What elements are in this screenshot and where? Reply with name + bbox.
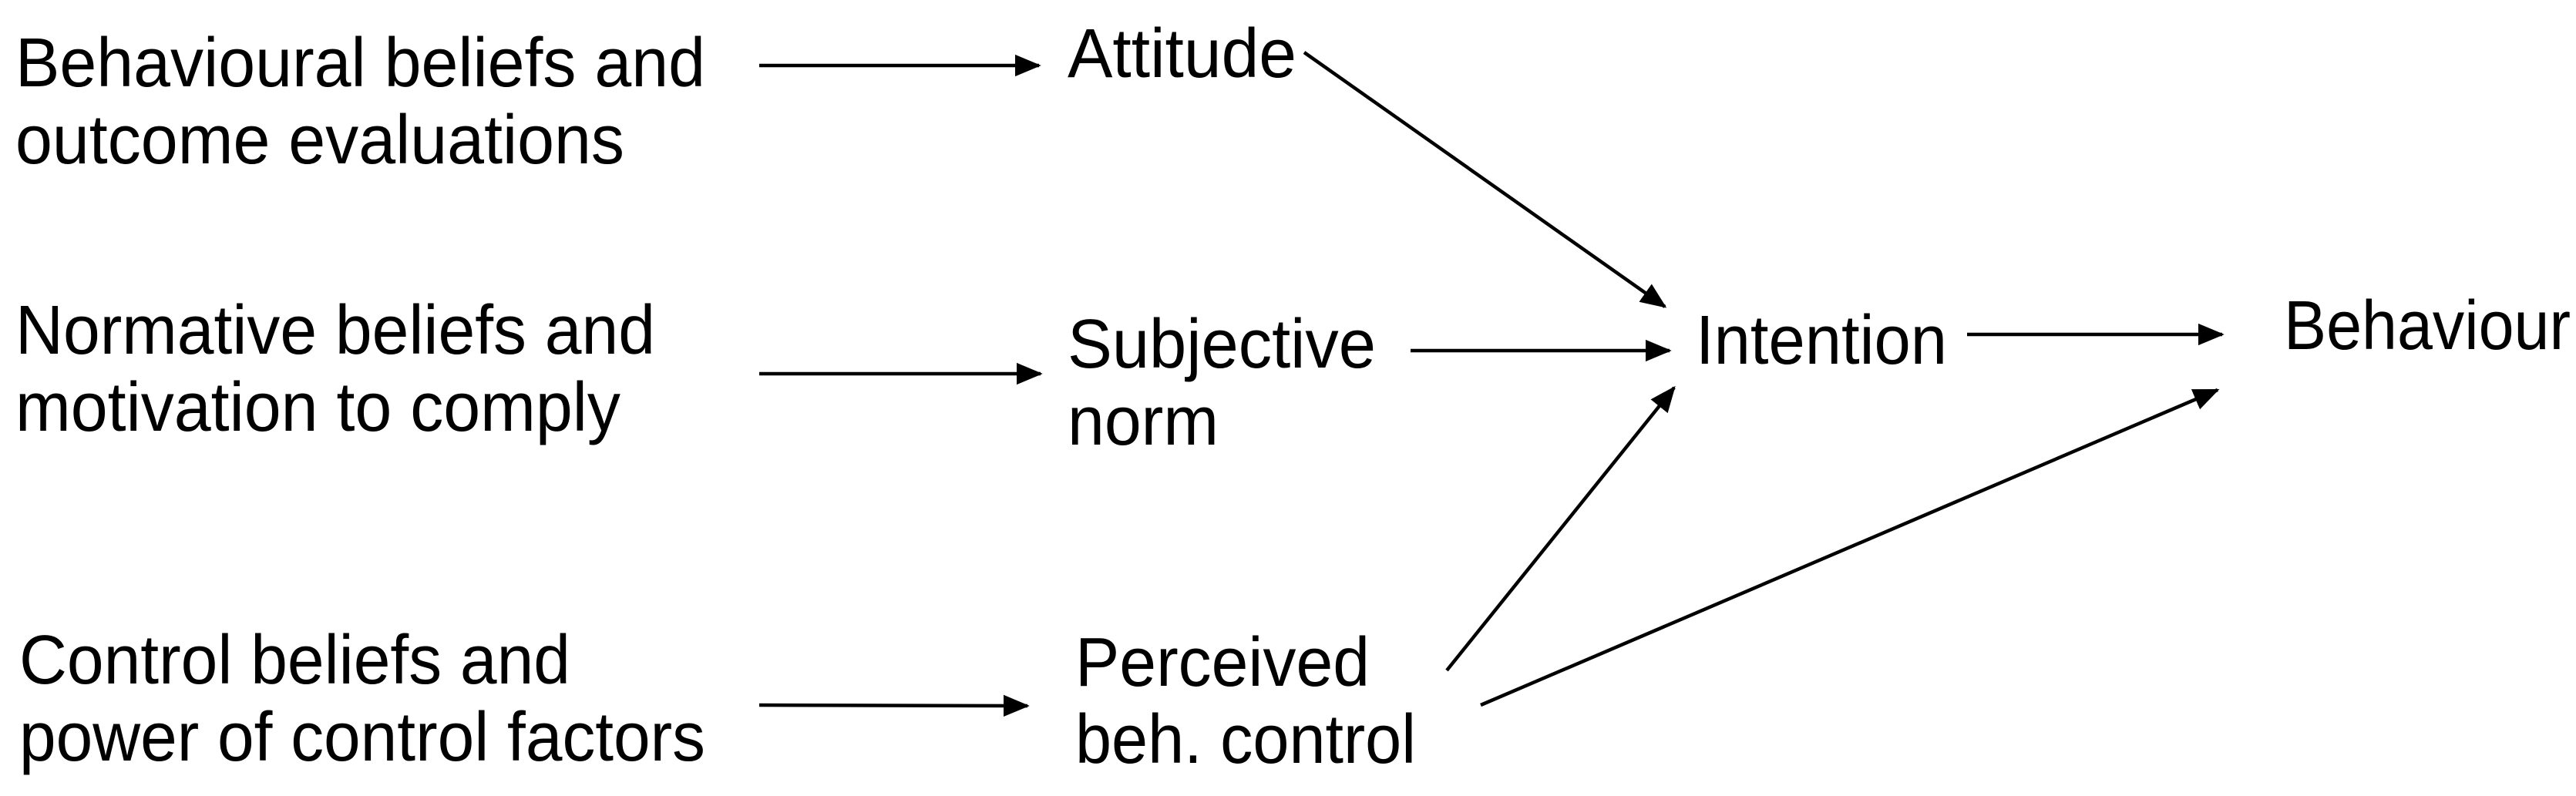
edge-perceived-control-to-behaviour xyxy=(1480,388,2220,707)
edge-control-beliefs-to-perceived-control xyxy=(758,694,1030,717)
labels: Behavioural beliefs and outcome evaluati… xyxy=(15,15,2571,778)
node-attitude-label: Attitude xyxy=(1068,15,1296,92)
edges xyxy=(758,51,2225,717)
node-subjective-norm-line2: norm xyxy=(1068,383,1219,460)
node-control-beliefs-line2: power of control factors xyxy=(19,699,705,776)
node-perceived-control-line2: beh. control xyxy=(1075,701,1416,778)
node-perceived-control-line1: Perceived xyxy=(1075,624,1370,701)
node-intention-label: Intention xyxy=(1696,302,1947,379)
node-behavioural-beliefs-line1: Behavioural beliefs and xyxy=(15,25,705,102)
edge-perceived-control-to-intention xyxy=(1445,385,1676,672)
node-normative-beliefs-line1: Normative beliefs and xyxy=(15,292,655,369)
edge-attitude-to-intention xyxy=(1303,51,1667,308)
node-normative-beliefs-line2: motivation to comply xyxy=(15,369,620,446)
node-behavioural-beliefs-line2: outcome evaluations xyxy=(15,102,624,179)
node-behaviour-label: Behaviour xyxy=(2284,287,2571,364)
node-subjective-norm-line1: Subjective xyxy=(1068,306,1376,383)
node-control-beliefs-line1: Control beliefs and xyxy=(19,622,570,699)
